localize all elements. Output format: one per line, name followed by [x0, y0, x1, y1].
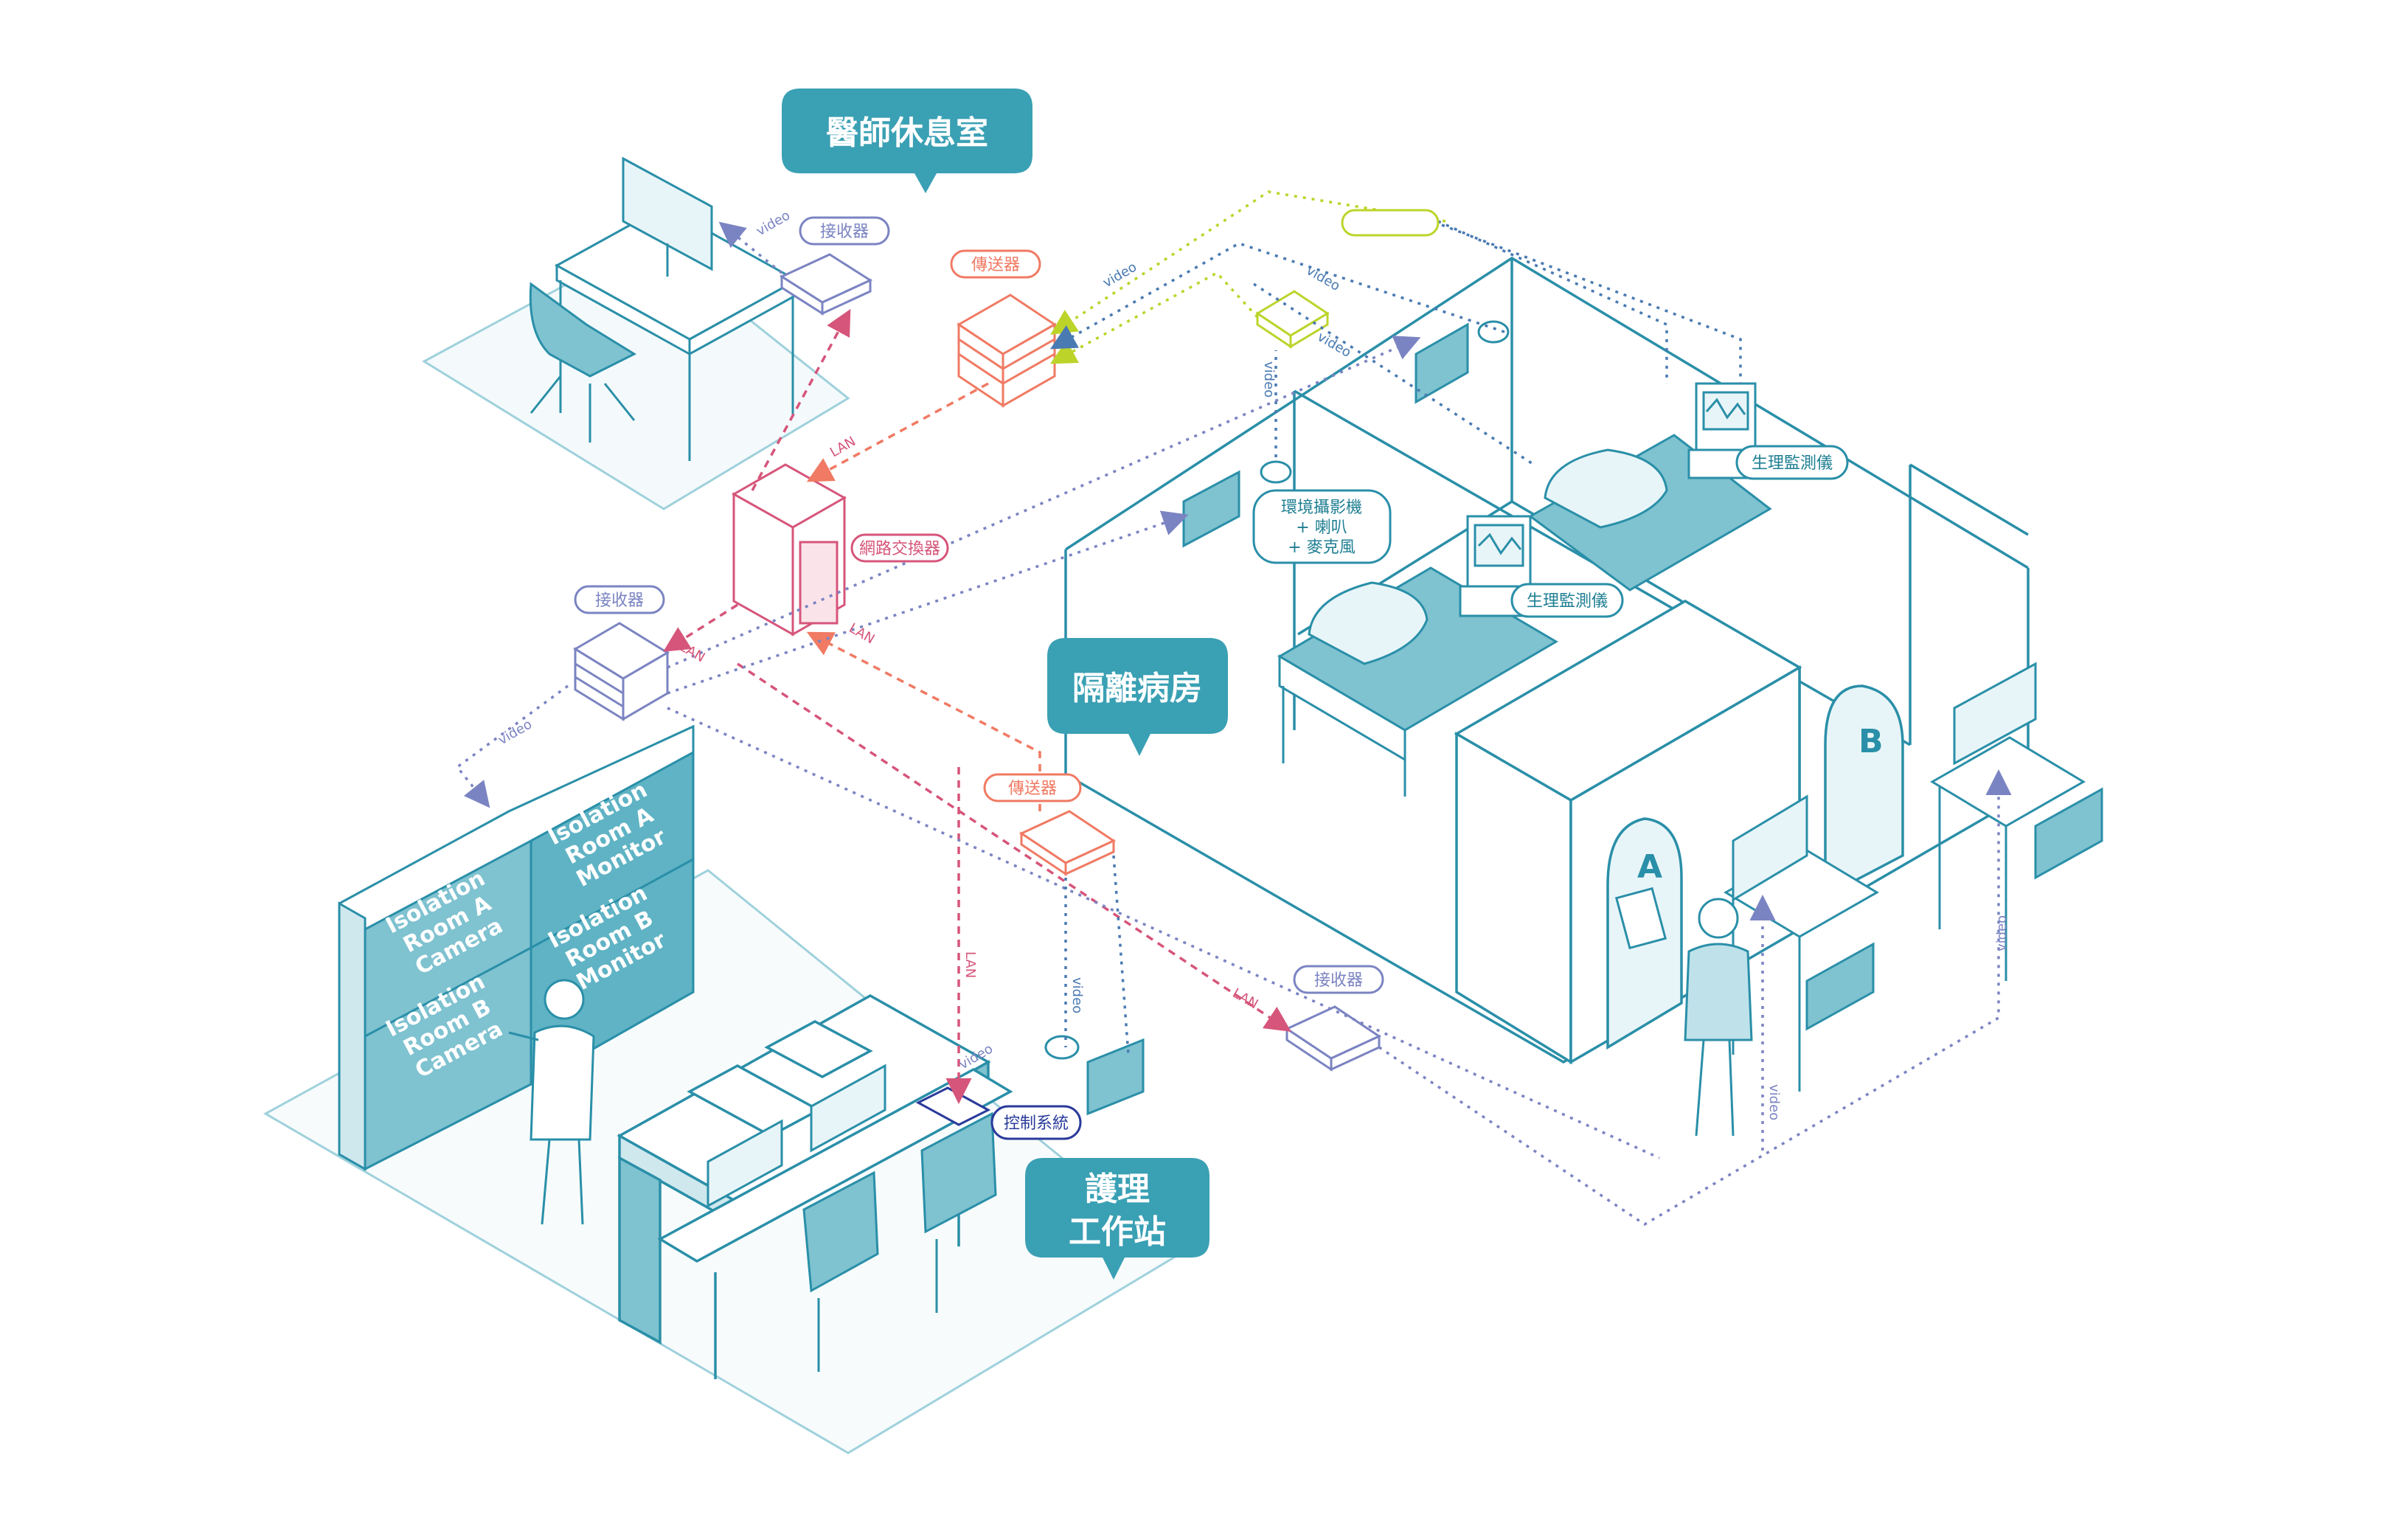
svg-text:video: video — [1766, 1084, 1782, 1120]
label-network-switch: 網路交換器 — [850, 533, 949, 563]
svg-text:video: video — [754, 208, 793, 240]
svg-text:傳送器: 傳送器 — [971, 256, 1020, 274]
svg-text:LAN: LAN — [1230, 985, 1261, 1012]
svg-text:LAN: LAN — [962, 951, 978, 978]
svg-text:接收器: 接收器 — [820, 223, 869, 241]
green-transmitter-box — [1255, 290, 1330, 349]
transmitter-mid-box — [1018, 810, 1117, 876]
svg-text:+ 喇叭: + 喇叭 — [1296, 518, 1347, 537]
callout-nursing-station: 護理 工作站 — [1025, 1158, 1209, 1280]
label-receiver-lounge: 接收器 — [799, 216, 890, 246]
label-transmitter-mid: 傳送器 — [983, 773, 1082, 802]
svg-text:video: video — [1069, 977, 1085, 1013]
receiver-lounge-box — [779, 253, 873, 316]
transmitter-top-box — [957, 294, 1057, 408]
svg-text:video: video — [1304, 263, 1343, 294]
label-monitor-2: 生理監測儀 — [1735, 445, 1849, 480]
svg-text:隔離病房: 隔離病房 — [1072, 670, 1202, 707]
callout-doctor-lounge: 醫師休息室 — [782, 89, 1032, 193]
callout-isolation-ward: 隔離病房 — [1047, 638, 1228, 756]
svg-text:環境攝影機: 環境攝影機 — [1281, 499, 1362, 517]
door-b-label: B — [1858, 723, 1884, 760]
svg-text:生理監測儀: 生理監測儀 — [1752, 454, 1833, 473]
svg-text:video: video — [1994, 915, 2010, 951]
nurse-icon — [1614, 887, 1753, 1137]
label-transmitter-top: 傳送器 — [950, 249, 1041, 279]
monitor-icon — [622, 156, 713, 277]
network-switch-rack — [731, 463, 847, 637]
receiver-right-box — [1284, 1005, 1382, 1072]
svg-text:接收器: 接收器 — [595, 592, 644, 610]
chair-icon — [529, 282, 637, 443]
nurse-icon — [508, 979, 595, 1225]
svg-text:醫師休息室: 醫師休息室 — [826, 114, 988, 152]
svg-text:傳送器: 傳送器 — [1008, 780, 1057, 798]
svg-text:護理: 護理 — [1085, 1170, 1150, 1208]
chair-icon — [1805, 787, 2103, 1031]
svg-text:網路交換器: 網路交換器 — [859, 540, 940, 558]
svg-text:LAN: LAN — [677, 639, 708, 665]
chair-icon — [802, 1111, 997, 1372]
label-receiver-left: 接收器 — [574, 585, 665, 614]
receiver-left-box — [573, 622, 670, 721]
patient-monitor-icon — [1687, 382, 1764, 479]
svg-text:生理監測儀: 生理監測儀 — [1527, 592, 1608, 611]
monitor-icon — [707, 1064, 886, 1208]
monitor-icon — [1732, 662, 2037, 902]
svg-text:接收器: 接收器 — [1314, 971, 1363, 990]
svg-text:控制系統: 控制系統 — [1004, 1114, 1069, 1133]
control-system-box — [915, 1086, 991, 1126]
green-pill-empty — [1341, 209, 1440, 237]
label-receiver-right: 接收器 — [1293, 965, 1384, 994]
video-wall — [338, 724, 695, 1171]
speaker-icon — [1086, 322, 1469, 1116]
svg-text:工作站: 工作站 — [1069, 1213, 1166, 1251]
svg-text:video: video — [1100, 260, 1139, 291]
label-control-system: 控制系統 — [990, 1105, 1082, 1140]
svg-text:+ 麥克風: + 麥克風 — [1288, 538, 1355, 557]
label-monitor-1: 生理監測儀 — [1510, 583, 1624, 618]
door-a-label: A — [1637, 848, 1662, 886]
desk-icon — [554, 205, 799, 461]
svg-text:video: video — [1315, 329, 1354, 361]
svg-text:LAN: LAN — [847, 620, 878, 647]
svg-text:video: video — [496, 717, 535, 749]
svg-text:video: video — [1261, 361, 1277, 398]
label-env-camera: 環境攝影機 + 喇叭 + 麥克風 — [1252, 489, 1392, 564]
